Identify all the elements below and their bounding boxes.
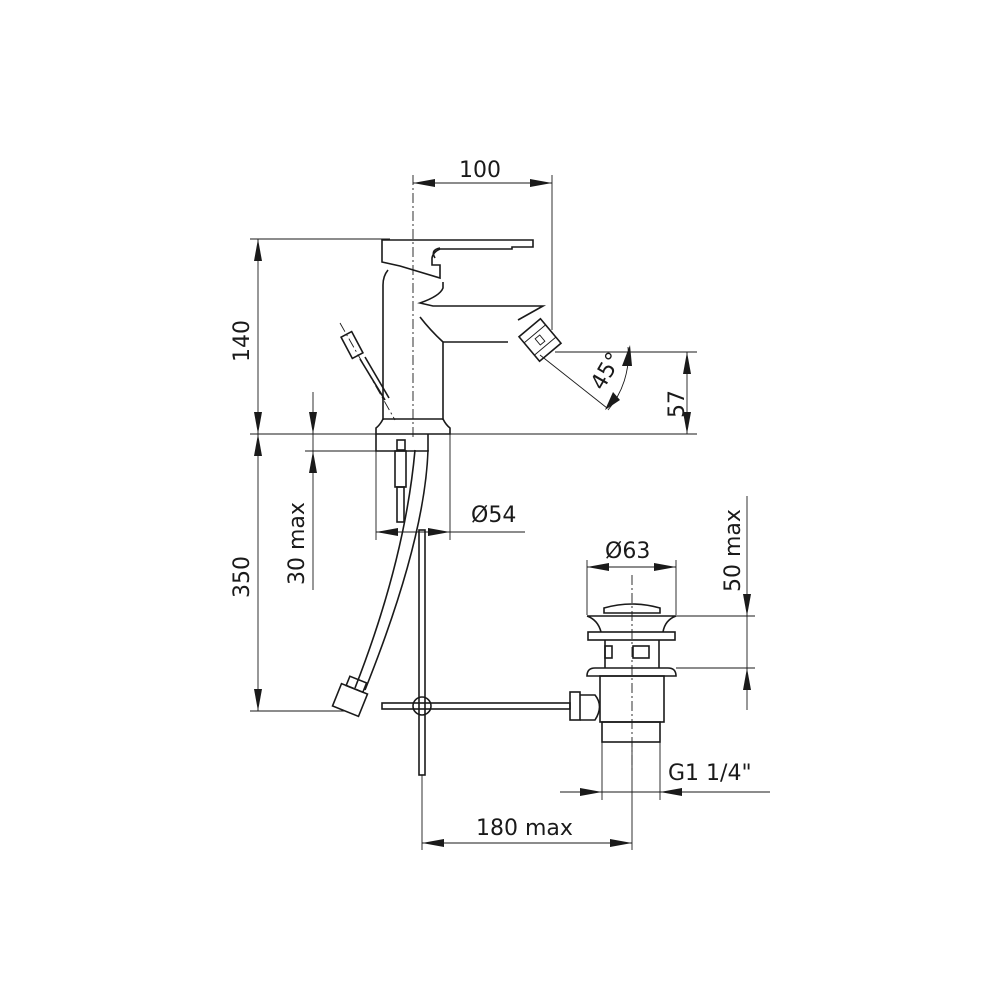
dim-spout-height: 57 bbox=[665, 390, 690, 418]
dim-rod-length: 180 max bbox=[476, 816, 573, 841]
dim-base-diameter: Ø54 bbox=[471, 503, 517, 528]
drain bbox=[586, 603, 677, 743]
extension-lines bbox=[250, 175, 755, 850]
dimension-lines bbox=[254, 179, 770, 847]
faucet bbox=[331, 239, 563, 776]
dim-hose-length: 350 bbox=[230, 556, 255, 598]
dim-spout-reach: 100 bbox=[459, 158, 501, 183]
pop-up-rod bbox=[381, 691, 601, 721]
dim-drain-thread: G1 1/4" bbox=[668, 761, 752, 786]
dim-deck-thickness: 30 max bbox=[285, 502, 310, 585]
dim-drain-diameter: Ø63 bbox=[605, 539, 651, 564]
dim-height: 140 bbox=[230, 320, 255, 362]
dim-drain-height: 50 max bbox=[721, 509, 746, 592]
